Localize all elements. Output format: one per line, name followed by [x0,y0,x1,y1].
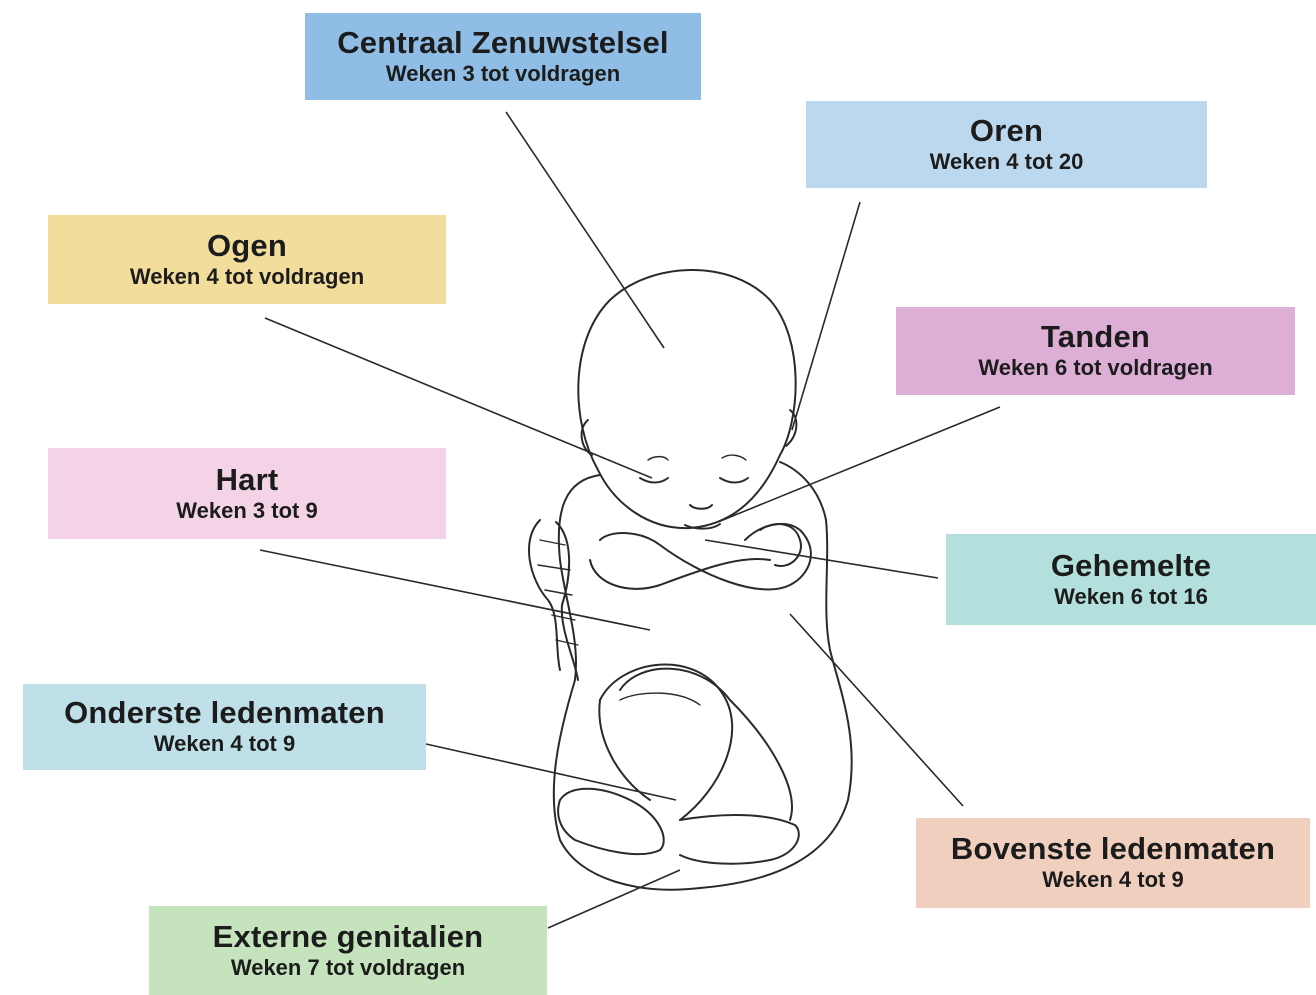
label-tanden: Tanden Weken 6 tot voldragen [896,307,1295,395]
fetus-nose [690,505,712,509]
label-subtitle: Weken 4 tot 20 [930,148,1084,176]
label-subtitle: Weken 4 tot voldragen [130,263,364,291]
leader-line-externe [548,870,680,928]
leader-line-gehemelte [705,540,938,578]
leader-line-bovenste [790,614,963,806]
label-subtitle: Weken 6 tot 16 [1054,583,1208,611]
label-subtitle: Weken 4 tot 9 [154,730,295,758]
label-title: Tanden [1041,320,1150,354]
fetus-foot [680,815,799,864]
label-centraal-zenuwstelsel: Centraal Zenuwstelsel Weken 3 tot voldra… [305,13,701,100]
label-title: Hart [216,463,279,497]
fetus-knee [620,693,700,705]
label-ogen: Ogen Weken 4 tot voldragen [48,215,446,304]
fetus-eye [640,478,668,483]
fetus-eyebrow [722,455,746,460]
fetus-arm [590,559,770,589]
label-onderste-ledenmaten: Onderste ledenmaten Weken 4 tot 9 [23,684,426,770]
leader-line-hart [260,550,650,630]
label-subtitle: Weken 6 tot voldragen [978,354,1212,382]
label-title: Gehemelte [1051,549,1211,583]
label-title: Ogen [207,229,287,263]
fetus-eye [720,478,748,483]
label-gehemelte: Gehemelte Weken 6 tot 16 [946,534,1316,625]
label-title: Bovenste ledenmaten [951,832,1275,866]
leader-line-oren [792,202,860,430]
leader-line-tanden [718,407,1000,522]
label-bovenste-ledenmaten: Bovenste ledenmaten Weken 4 tot 9 [916,818,1310,908]
label-subtitle: Weken 4 tot 9 [1042,866,1183,894]
label-subtitle: Weken 7 tot voldragen [231,954,465,982]
label-externe-genitalien: Externe genitalien Weken 7 tot voldragen [149,906,547,995]
label-title: Oren [970,114,1043,148]
leader-line-czs [506,112,664,348]
label-hart: Hart Weken 3 tot 9 [48,448,446,539]
fetus-arm [600,524,811,590]
fetus-eyebrow [648,457,668,460]
label-subtitle: Weken 3 tot 9 [176,497,317,525]
label-subtitle: Weken 3 tot voldragen [386,60,620,88]
label-oren: Oren Weken 4 tot 20 [806,101,1207,188]
leader-line-onderste [426,744,676,800]
label-title: Externe genitalien [213,920,484,954]
label-title: Centraal Zenuwstelsel [337,26,669,60]
fetus-head [578,270,795,528]
label-title: Onderste ledenmaten [64,696,385,730]
fetus-leg [600,665,732,820]
